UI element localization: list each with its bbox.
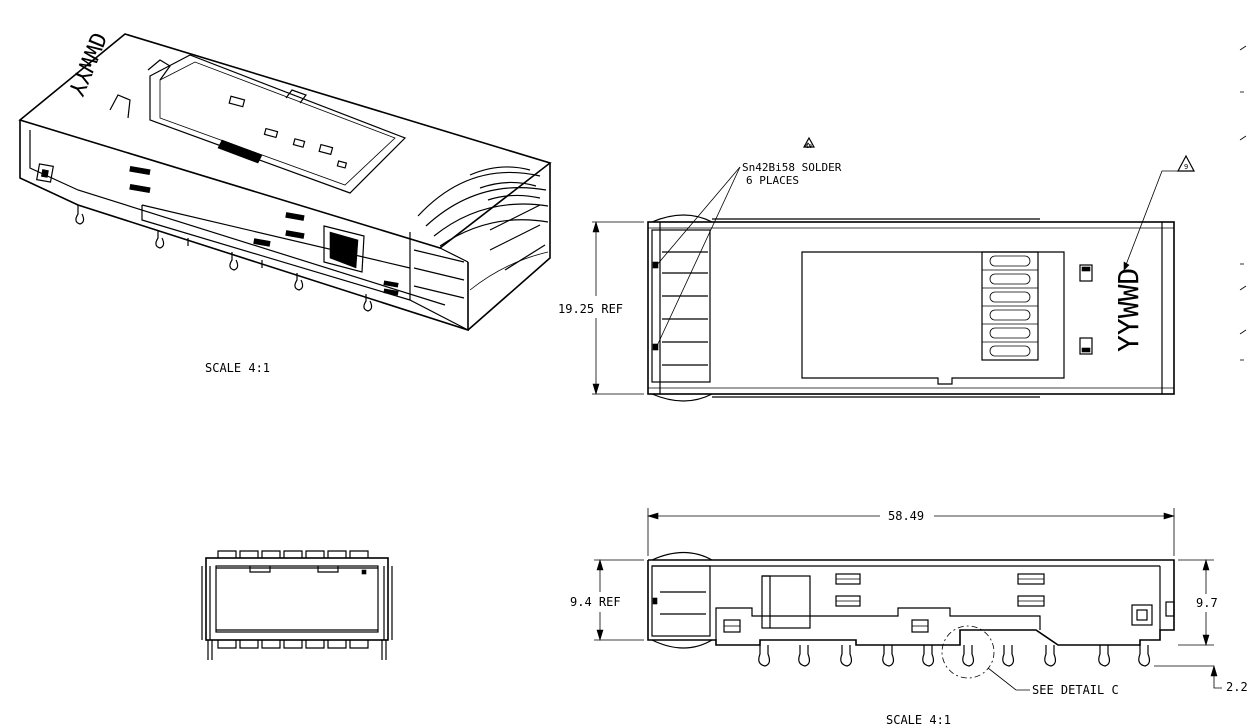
right-edge-marks: [1239, 45, 1247, 361]
dim-pin: 2.2: [1226, 680, 1248, 694]
flag-note-10: 10: [806, 144, 812, 150]
isometric-view: YYWWD SCALE 4:1: [18, 28, 552, 375]
end-view: [201, 550, 393, 660]
top-marking: YYWWD: [1112, 268, 1145, 352]
dim-height-ref: 9.4 REF: [570, 595, 621, 609]
flag-note-9: 9: [1184, 163, 1188, 171]
side-scale-label: SCALE 4:1: [886, 713, 951, 726]
side-view: SEE DETAIL C 58.49 9.4 REF 9.7 2.2 SCALE…: [570, 508, 1248, 726]
solder-note-line2: 6 PLACES: [746, 174, 799, 187]
dim-height: 9.7: [1196, 596, 1218, 610]
top-view: YYWWD Sn42Bi58 SOLDER 6 PLACES 10 9 19.2…: [558, 136, 1195, 402]
solder-note-line1: Sn42Bi58 SOLDER: [742, 161, 842, 174]
iso-scale-label: SCALE 4:1: [205, 361, 270, 375]
dim-length: 58.49: [888, 509, 924, 523]
iso-marking: YYWWD: [62, 28, 110, 99]
detail-callout: SEE DETAIL C: [1032, 683, 1119, 697]
dim-width: 19.25 REF: [558, 302, 623, 316]
